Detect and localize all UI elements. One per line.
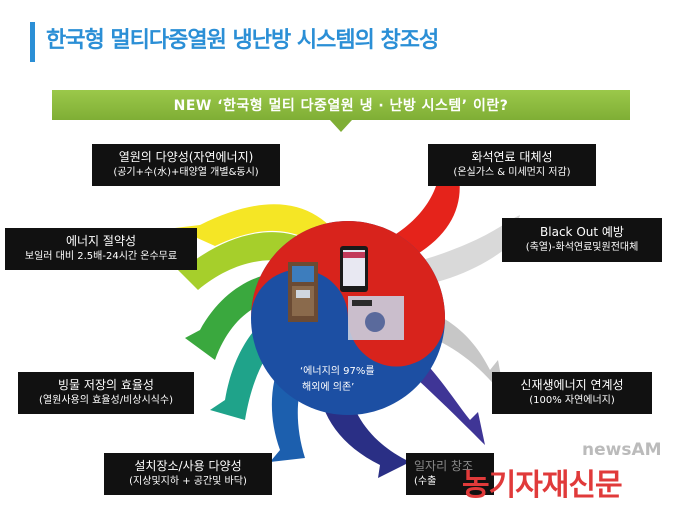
watermark-en: newsAM: [582, 440, 662, 460]
box-ice-storage-sub: (열원사용의 효율성/비상시식수): [39, 395, 173, 407]
unit-photo: [288, 262, 318, 322]
box-install-title: 설치장소/사용 다양성: [134, 459, 242, 474]
box-energy-saving-title: 에너지 절약성: [65, 234, 137, 249]
box-heat-source-title: 열원의 다양성(자연에너지): [118, 150, 254, 165]
watermark-ko: 농기자재신문: [462, 468, 623, 503]
box-renewable: 신재생에너지 연계성 (100% 자연에너지): [492, 372, 652, 414]
banner: NEW ‘한국형 멀티 다중열원 냉 · 난방 시스템’ 이란?: [52, 90, 630, 120]
box-install: 설치장소/사용 다양성 (지상및지하 + 공간및 바닥): [104, 453, 272, 495]
page-title: 한국형 멀티다중열원 냉난방 시스템의 창조성: [46, 28, 439, 53]
box-energy-saving-sub: 보일러 대비 2.5배-24시간 온수무료: [24, 251, 178, 263]
box-blackout-title: Black Out 예방: [540, 225, 624, 240]
box-fossil: 화석연료 대체성 (온실가스 & 미세먼지 저감): [428, 144, 596, 186]
box-renewable-sub: (100% 자연에너지): [529, 395, 615, 407]
box-renewable-title: 신재생에너지 연계성: [520, 378, 624, 393]
box-ice-storage: 빙물 저장의 효율성 (열원사용의 효율성/비상시식수): [18, 372, 194, 414]
box-heat-source: 열원의 다양성(자연에너지) (공기+수(水)+태양열 개별&동시): [92, 144, 280, 186]
banner-arrow: [330, 120, 352, 132]
box-jobs-title: 일자리 창조: [414, 459, 474, 474]
box-install-sub: (지상및지하 + 공간및 바닥): [129, 476, 247, 488]
box-jobs: 일자리 창조 (수출: [406, 453, 494, 495]
box-fossil-sub: (온실가스 & 미세먼지 저감): [453, 167, 571, 179]
center-text-line1: ‘에너지의 97%를: [300, 366, 375, 377]
swirl-arm-yellow: [175, 204, 348, 262]
box-fossil-title: 화석연료 대체성: [471, 150, 553, 165]
box-energy-saving: 에너지 절약성 보일러 대비 2.5배-24시간 온수무료: [5, 228, 197, 270]
box-heat-source-sub: (공기+수(水)+태양열 개별&동시): [113, 167, 259, 179]
remote-photo: [348, 296, 404, 340]
phone-photo: [340, 246, 368, 292]
swirl-arm-red: [360, 150, 460, 270]
box-jobs-sub: (수출: [414, 476, 437, 488]
center-text: ‘에너지의 97%를 해외에 의존’: [300, 364, 375, 396]
box-ice-storage-title: 빙물 저장의 효율성: [58, 378, 154, 393]
box-blackout-sub: (축열)-화석연료및원전대체: [525, 242, 639, 254]
center-text-line2: 해외에 의존’: [302, 382, 355, 393]
title-accent-bar: [30, 22, 35, 62]
box-blackout: Black Out 예방 (축열)-화석연료및원전대체: [502, 218, 662, 262]
